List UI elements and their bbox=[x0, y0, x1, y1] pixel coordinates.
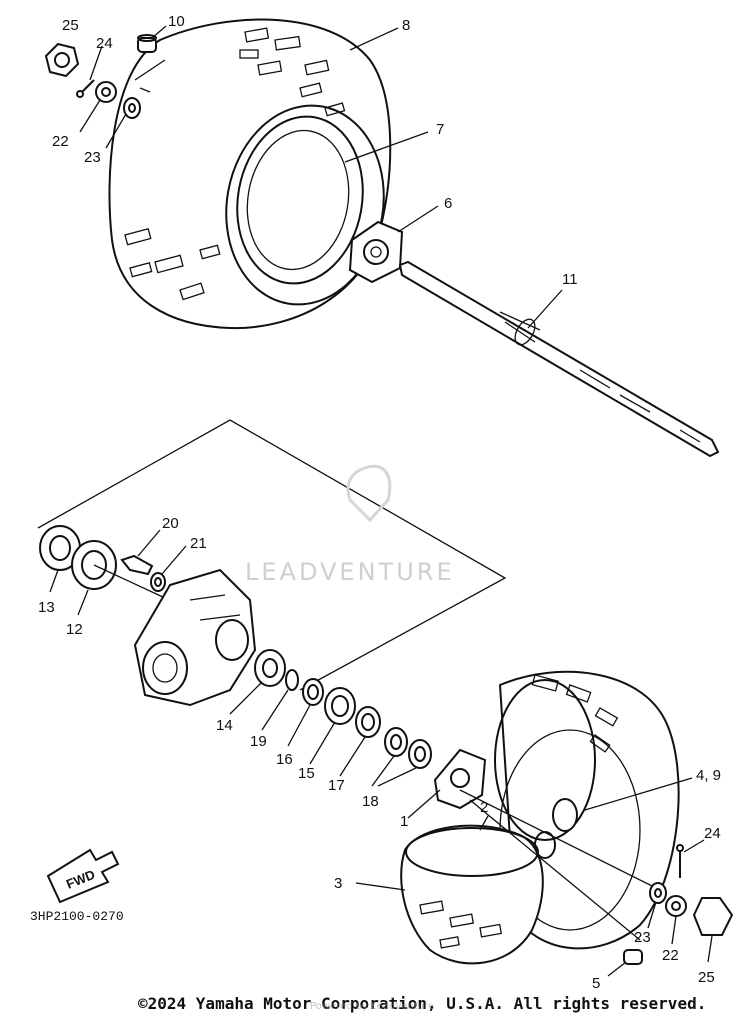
nut-part-22-upper bbox=[95, 81, 117, 103]
washer-part-21 bbox=[150, 572, 166, 592]
hub-part-1 bbox=[433, 748, 487, 810]
watermark-text: LEADVENTURE bbox=[245, 558, 455, 586]
cap-part-10 bbox=[137, 34, 157, 53]
callout-1: 1 bbox=[400, 813, 408, 830]
callout-7: 7 bbox=[436, 121, 444, 138]
upper-tire bbox=[108, 18, 392, 330]
hub-part-6 bbox=[348, 220, 404, 284]
callout-22-lower: 22 bbox=[662, 947, 679, 964]
callout-2: 2 bbox=[480, 799, 488, 816]
callout-24-lower: 24 bbox=[704, 825, 721, 842]
axle-part-11 bbox=[398, 260, 720, 458]
seal-part-13 bbox=[39, 525, 81, 571]
wheel-guide-lines bbox=[459, 789, 661, 941]
seal-part-14 bbox=[254, 649, 286, 687]
callout-25-lower: 25 bbox=[698, 969, 715, 986]
callout-14: 14 bbox=[216, 717, 233, 734]
washer-part-23-lower bbox=[649, 882, 667, 904]
bearing-part-12 bbox=[71, 540, 166, 599]
dashed-guide-upper bbox=[134, 59, 166, 93]
lower-tire bbox=[494, 670, 680, 950]
callout-25-upper: 25 bbox=[62, 17, 79, 34]
cap-part-5 bbox=[623, 949, 643, 965]
callout-3: 3 bbox=[334, 875, 342, 892]
oring-part-19 bbox=[285, 669, 299, 691]
leadventure-watermark: LEADVENTURE bbox=[245, 464, 455, 586]
callout-4-9: 4, 9 bbox=[696, 767, 721, 784]
callout-18: 18 bbox=[362, 793, 379, 810]
callout-23-lower: 23 bbox=[634, 929, 651, 946]
callout-15: 15 bbox=[298, 765, 315, 782]
callout-19: 19 bbox=[250, 733, 267, 750]
seal-part-17 bbox=[355, 706, 381, 738]
callout-8: 8 bbox=[402, 17, 410, 34]
callout-22-upper: 22 bbox=[52, 133, 69, 150]
diagram-code: 3HP2100-0270 bbox=[30, 909, 124, 924]
nut-part-25-upper bbox=[44, 42, 80, 78]
assembly-outline bbox=[37, 419, 507, 691]
callout-5: 5 bbox=[592, 975, 600, 992]
fwd-arrow-icon: FWD bbox=[46, 848, 120, 904]
callout-20: 20 bbox=[162, 515, 179, 532]
washer-part-23-upper bbox=[123, 97, 141, 119]
callout-16: 16 bbox=[276, 751, 293, 768]
nut-part-22-lower bbox=[665, 895, 687, 917]
callout-12: 12 bbox=[66, 621, 83, 638]
callout-6: 6 bbox=[444, 195, 452, 212]
callout-21: 21 bbox=[190, 535, 207, 552]
bolt-part-20 bbox=[120, 554, 154, 576]
callout-11: 11 bbox=[562, 271, 578, 288]
cotter-pin-part-24-lower bbox=[676, 844, 684, 878]
callout-17: 17 bbox=[328, 777, 345, 794]
cotter-pin-part-24-upper bbox=[76, 79, 95, 98]
callout-24-upper: 24 bbox=[96, 35, 113, 52]
spacers-part-18 bbox=[384, 727, 432, 769]
axle-housing bbox=[133, 568, 257, 707]
nut-part-25-lower bbox=[692, 897, 734, 936]
copyright-notice: ©2024 Yamaha Motor Corporation, U.S.A. A… bbox=[138, 994, 707, 1013]
spacer-part-16 bbox=[302, 678, 324, 706]
bearing-part-15 bbox=[324, 687, 356, 725]
wheel-rim-part-3 bbox=[400, 824, 544, 965]
callout-23-upper: 23 bbox=[84, 149, 101, 166]
leader-lines bbox=[49, 25, 713, 977]
callout-10: 10 bbox=[168, 13, 185, 30]
callouts: 25 10 8 24 22 23 7 6 11 20 21 13 12 14 1… bbox=[38, 13, 721, 992]
callout-13: 13 bbox=[38, 599, 55, 616]
watermark-small-text: Powered by LeadVenture bbox=[310, 1001, 435, 1012]
